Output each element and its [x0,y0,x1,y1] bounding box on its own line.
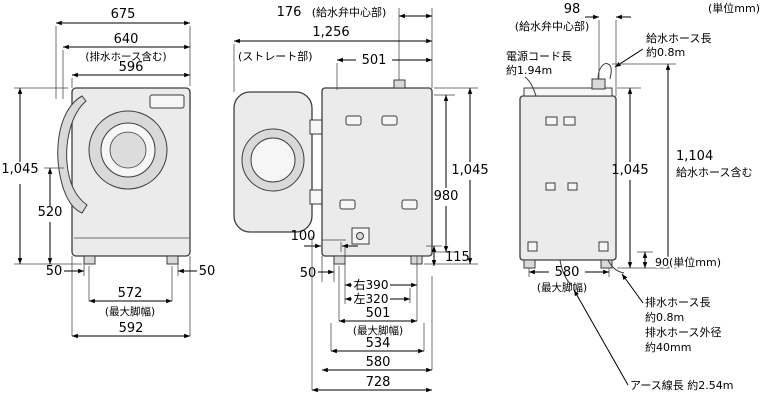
side-depth-580-label: 580 [366,355,391,370]
earth-wire-length-label: アース線長 約2.54m [630,378,734,392]
side-depth-728-label: 728 [366,375,391,390]
supply-hose-length-value: 約0.8m [646,45,685,59]
rear-width-98-note: (給水弁中心部) [515,19,590,33]
side-left-320-label: 左320 [354,291,389,306]
supply-hose-length-label: 給水ホース長 [646,31,711,45]
side-view-drawing [233,79,433,265]
front-width-572-note: (最大脚幅) [105,305,155,318]
straight-part-note: (ストレート部) [238,49,313,63]
power-cord-length-value: 約1.94m [506,63,552,77]
side-body [321,87,433,257]
front-view-drawing [57,87,191,265]
front-width-640-note: (排水ホース含む) [85,50,166,63]
side-depth-501-top-label: 501 [362,53,387,68]
front-height-1045-label: 1,045 [1,162,38,177]
rear-foot-width-580-label: 580 [555,265,580,280]
front-width-572-label: 572 [118,286,143,301]
side-height-1045-label: 1,045 [451,163,488,178]
side-depth-176-label: 176 [277,5,302,20]
side-foot-offset-50-label: 50 [300,266,317,281]
side-height-980-label: 980 [434,189,459,204]
power-cord [524,76,537,97]
rear-foot-right [600,259,613,269]
side-foot-rear [333,255,346,265]
rear-height-1104-label: 1,104 [676,149,713,164]
drain-hose-length-value: 約0.8m [645,310,684,324]
drain-hose-diameter-label: 排水ホース外径 [645,325,721,339]
side-depth-534-label: 534 [366,336,391,351]
door-glass [109,131,147,169]
front-view-dimensions: 675 640 (排水ホース含む) 596 1,045 520 50 50 [1,7,216,339]
rear-height-1104-note: 給水ホース含む [676,165,752,179]
side-depth-176-note: (給水弁中心部) [312,5,387,19]
control-panel [149,94,185,109]
front-height-520-label: 520 [38,205,63,220]
rear-foot-left [523,259,536,269]
water-valve-rear [591,78,606,90]
side-right-390-label: 右390 [354,277,389,292]
front-width-675-label: 675 [111,7,136,22]
door-hinge-top [309,119,323,135]
drain-hose-diameter-value: 約40mm [645,340,691,354]
rear-foot-width-580-note: (最大脚幅) [537,281,587,294]
side-foot-width-501-label: 501 [366,306,391,321]
power-cord-length-label: 電源コード長 [506,49,572,63]
front-foot-offset-left-label: 50 [46,264,63,279]
side-height-115-label: 115 [445,250,470,265]
rear-height-1045-label: 1,045 [611,163,648,178]
water-valve [393,79,406,89]
front-width-596-label: 596 [119,60,144,75]
drain-hose-shape [57,95,88,214]
rear-view-dimensions: (単位mm) 98 (給水弁中心部) 給水ホース長 約0.8m 電源コード長 約… [506,1,760,392]
earth-wire [559,259,573,287]
rear-view-drawing [519,63,625,287]
side-depth-1256-label: 1,256 [312,25,349,40]
side-view-dimensions: 176 (給水弁中心部) 1,256 (ストレート部) 501 980 1,04… [233,5,489,393]
front-foot-left [83,255,96,265]
front-width-592-label: 592 [119,321,144,336]
drain-hose-length-label: 排水ホース長 [645,295,710,309]
side-foot-width-501-note: (最大脚幅) [353,324,403,337]
rear-width-98-label: 98 [564,2,581,17]
supply-hose [597,63,612,80]
side-depth-100-label: 100 [291,229,316,244]
unit-label: (単位mm) [708,1,760,15]
rear-top-lip [523,87,613,97]
side-foot-front [410,255,423,265]
rear-height-90-label: 90(単位mm) [655,255,721,269]
drain-hose-rear [607,259,625,274]
front-foot-offset-right-label: 50 [199,264,216,279]
door-hinge-bottom [309,189,323,205]
front-foot-right [166,255,179,265]
front-width-640-label: 640 [114,32,139,47]
